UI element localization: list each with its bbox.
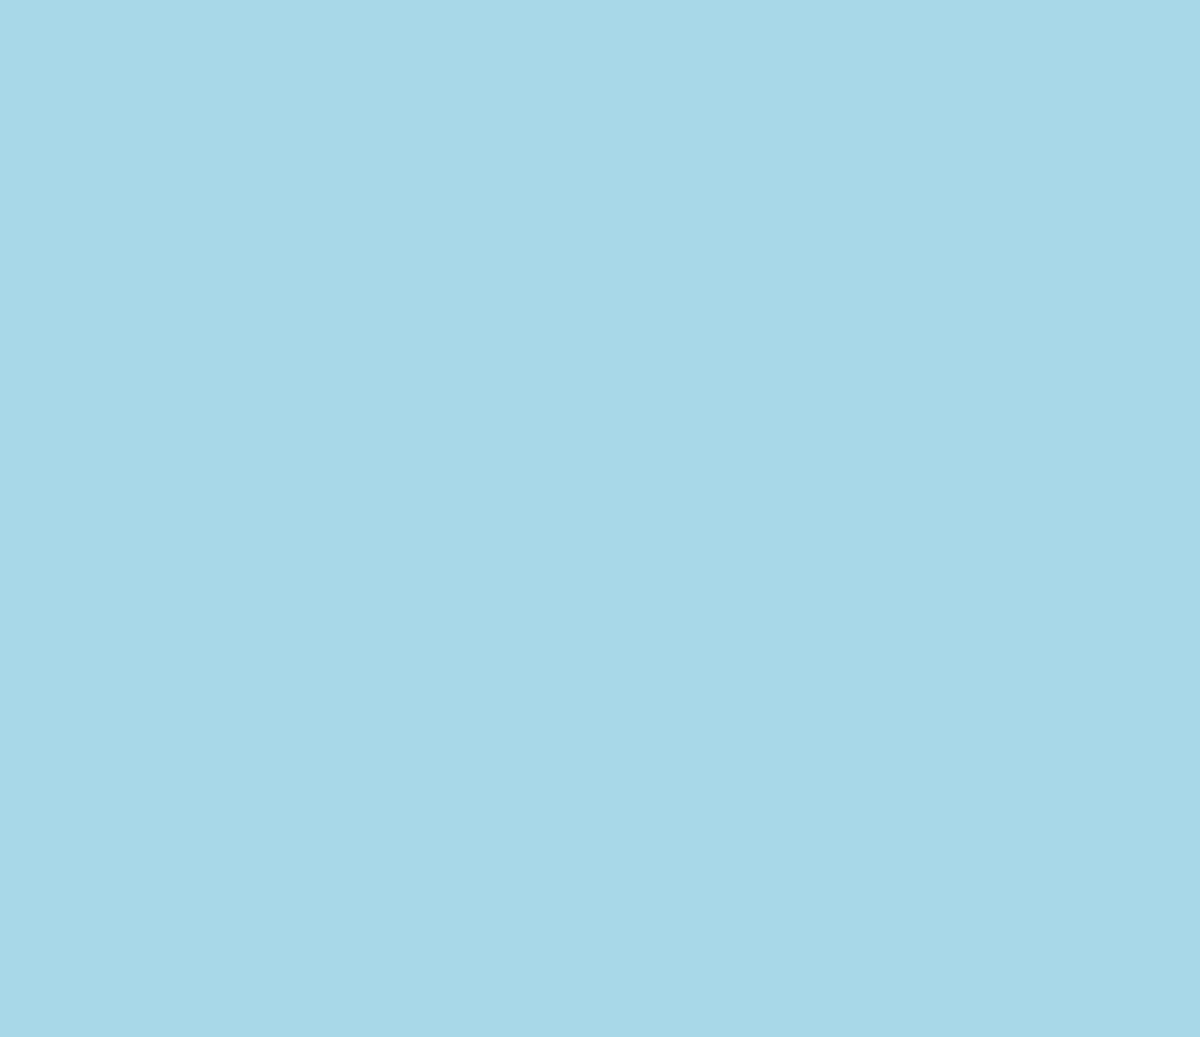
world-map <box>0 0 1200 1037</box>
game-map-stage <box>0 0 1200 1037</box>
